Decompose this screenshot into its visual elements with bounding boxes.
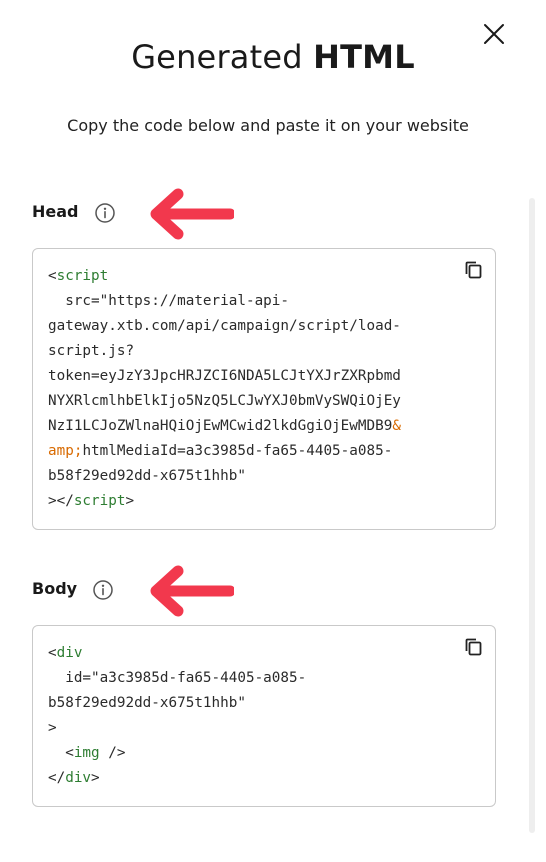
scrollbar[interactable] bbox=[529, 198, 535, 833]
info-icon[interactable] bbox=[94, 202, 116, 224]
head-code-box[interactable]: <script src="https://material-api- gatew… bbox=[32, 248, 496, 530]
body-code: <div id="a3c3985d-fa65-4405-a085- b58f29… bbox=[48, 645, 307, 786]
body-code-box[interactable]: <div id="a3c3985d-fa65-4405-a085- b58f29… bbox=[32, 625, 496, 807]
dialog-subtitle: Copy the code below and paste it on your… bbox=[67, 116, 469, 135]
close-button[interactable] bbox=[480, 20, 508, 48]
dialog-title: Generated HTML bbox=[0, 38, 546, 76]
title-bold: HTML bbox=[313, 38, 415, 76]
arrow-left-icon bbox=[150, 188, 234, 240]
title-light: Generated bbox=[131, 38, 303, 76]
copy-icon[interactable] bbox=[463, 636, 485, 658]
body-label: Body bbox=[32, 579, 78, 598]
copy-icon[interactable] bbox=[463, 259, 485, 281]
head-code: <script src="https://material-api- gatew… bbox=[48, 268, 401, 509]
info-icon[interactable] bbox=[92, 579, 114, 601]
arrow-left-icon bbox=[150, 565, 234, 617]
close-icon bbox=[484, 24, 504, 44]
head-label: Head bbox=[32, 202, 79, 221]
